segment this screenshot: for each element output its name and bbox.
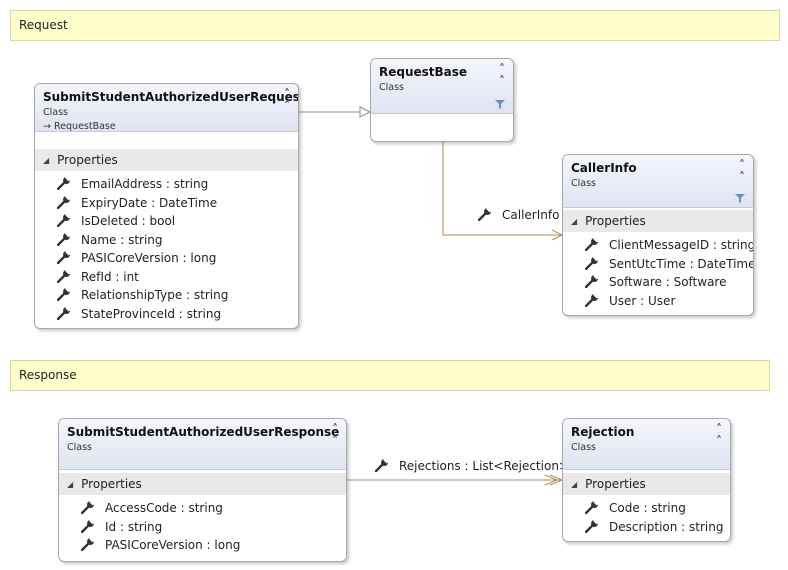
property-item[interactable]: Description : string bbox=[563, 518, 730, 537]
response-band-label: Response bbox=[19, 368, 77, 382]
class-kind: Class bbox=[67, 442, 92, 453]
class-name: CallerInfo bbox=[571, 161, 637, 175]
response-band[interactable]: Response bbox=[10, 360, 770, 391]
wrench-icon bbox=[57, 176, 71, 190]
wrench-icon bbox=[57, 194, 71, 209]
property-item[interactable]: Name : string bbox=[35, 231, 298, 250]
double-chevron-up-icon[interactable]: ˄˄ bbox=[332, 422, 338, 448]
properties-section-header[interactable]: ◢ Properties bbox=[563, 473, 730, 495]
inheritance-arrowhead bbox=[359, 106, 372, 118]
request-band[interactable]: Request bbox=[10, 10, 780, 41]
class-kind: Class bbox=[379, 82, 404, 93]
properties-section-header[interactable]: ◢ Properties bbox=[563, 210, 753, 232]
wrench-icon bbox=[585, 237, 599, 251]
property-item[interactable]: ExpiryDate : DateTime bbox=[35, 194, 298, 213]
class-kind: Class bbox=[571, 178, 596, 189]
triangle-expanded-icon: ◢ bbox=[571, 480, 578, 489]
property-item[interactable]: StateProvinceId : string bbox=[35, 305, 298, 324]
property-list: AccessCode : string Id : string PASICore… bbox=[59, 495, 346, 559]
association-label-rejections[interactable]: Rejections : List<Rejection> bbox=[375, 458, 569, 473]
wrench-icon bbox=[375, 458, 389, 472]
property-item[interactable]: RefId : int bbox=[35, 268, 298, 287]
class-header: SubmitStudentAuthorizedUserRequest Class… bbox=[35, 84, 298, 132]
inheritance-arrow-icon: → bbox=[43, 121, 51, 132]
class-base: → RequestBase bbox=[43, 121, 290, 132]
property-item[interactable]: IsDeleted : bool bbox=[35, 212, 298, 231]
wrench-icon bbox=[81, 518, 95, 533]
property-item[interactable]: Id : string bbox=[59, 518, 346, 537]
class-submit-response[interactable]: SubmitStudentAuthorizedUserResponse Clas… bbox=[58, 418, 347, 562]
class-kind: Class bbox=[571, 442, 596, 453]
class-submit-request[interactable]: SubmitStudentAuthorizedUserRequest Class… bbox=[34, 83, 299, 329]
class-rejection[interactable]: Rejection Class ˄˄ ◢ Properties Code : st… bbox=[562, 418, 731, 542]
wrench-icon bbox=[81, 500, 95, 514]
property-item[interactable]: SentUtcTime : DateTime bbox=[563, 255, 753, 274]
property-list: Code : string Description : string bbox=[563, 495, 730, 540]
wrench-icon bbox=[585, 274, 599, 288]
wrench-icon bbox=[57, 231, 71, 246]
class-kind: Class bbox=[43, 107, 68, 118]
property-list: ClientMessageID : string SentUtcTime : D… bbox=[563, 232, 753, 314]
filter-icon[interactable] bbox=[495, 100, 505, 109]
property-item[interactable]: PASICoreVersion : long bbox=[35, 249, 298, 268]
property-item[interactable]: AccessCode : string bbox=[59, 499, 346, 518]
request-band-label: Request bbox=[19, 18, 68, 32]
class-name: SubmitStudentAuthorizedUserRequest bbox=[43, 90, 299, 104]
double-chevron-up-icon[interactable]: ˄˄ bbox=[284, 87, 290, 113]
association-label-callerinfo[interactable]: CallerInfo bbox=[478, 207, 559, 222]
class-caller-info[interactable]: CallerInfo Class ˄˄ ◢ Properties ClientMe… bbox=[562, 154, 754, 316]
wrench-icon bbox=[585, 292, 599, 307]
double-chevron-up-icon[interactable]: ˄˄ bbox=[716, 422, 722, 448]
property-item[interactable]: RelationshipType : string bbox=[35, 286, 298, 305]
wrench-icon bbox=[478, 207, 492, 221]
class-base-name: RequestBase bbox=[54, 121, 116, 132]
double-chevron-up-icon[interactable]: ˄˄ bbox=[499, 62, 505, 88]
section-label: Properties bbox=[585, 477, 646, 491]
class-header: SubmitStudentAuthorizedUserResponse Clas… bbox=[59, 419, 346, 470]
wrench-icon bbox=[585, 518, 599, 533]
property-item[interactable]: User : User bbox=[563, 292, 753, 311]
class-request-base[interactable]: RequestBase Class ˄˄ bbox=[370, 58, 514, 142]
double-chevron-up-icon[interactable]: ˄˄ bbox=[739, 158, 745, 184]
triangle-expanded-icon: ◢ bbox=[43, 156, 50, 165]
property-item[interactable]: Software : Software bbox=[563, 273, 753, 292]
property-item[interactable]: ClientMessageID : string bbox=[563, 236, 753, 255]
wrench-icon bbox=[585, 255, 599, 270]
class-name: SubmitStudentAuthorizedUserResponse bbox=[67, 425, 340, 439]
class-name: Rejection bbox=[571, 425, 635, 439]
property-list: EmailAddress : string ExpiryDate : DateT… bbox=[35, 171, 298, 327]
properties-section-header[interactable]: ◢ Properties bbox=[59, 473, 346, 495]
class-header: CallerInfo Class ˄˄ bbox=[563, 155, 753, 208]
wrench-icon bbox=[57, 305, 71, 320]
class-header: Rejection Class ˄˄ bbox=[563, 419, 730, 470]
filter-icon[interactable] bbox=[735, 194, 745, 203]
association-line-callerinfo bbox=[442, 142, 562, 236]
wrench-icon bbox=[57, 213, 71, 227]
properties-section-header[interactable]: ◢ Properties bbox=[35, 149, 298, 171]
property-item[interactable]: Code : string bbox=[563, 499, 730, 518]
section-label: Properties bbox=[585, 214, 646, 228]
property-item[interactable]: PASICoreVersion : long bbox=[59, 536, 346, 555]
wrench-icon bbox=[57, 287, 71, 301]
section-label: Properties bbox=[57, 153, 118, 167]
triangle-expanded-icon: ◢ bbox=[67, 480, 74, 489]
wrench-icon bbox=[57, 250, 71, 264]
section-label: Properties bbox=[81, 477, 142, 491]
wrench-icon bbox=[57, 268, 71, 283]
wrench-icon bbox=[81, 537, 95, 551]
triangle-expanded-icon: ◢ bbox=[571, 217, 578, 226]
class-header: RequestBase Class ˄˄ bbox=[371, 59, 513, 114]
property-item[interactable]: EmailAddress : string bbox=[35, 175, 298, 194]
class-name: RequestBase bbox=[379, 65, 468, 79]
wrench-icon bbox=[585, 500, 599, 514]
